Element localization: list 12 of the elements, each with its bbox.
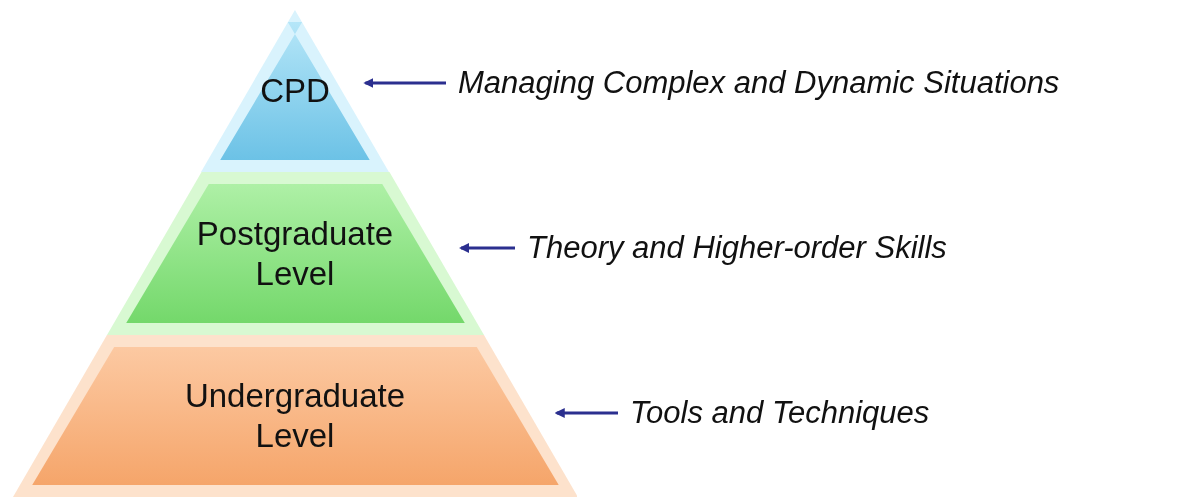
arrow — [363, 78, 446, 88]
arrow — [554, 408, 618, 418]
tier-label: Undergraduate Level — [183, 376, 407, 456]
tier-label: CPD — [259, 71, 331, 111]
description-text: Theory and Higher-order Skills — [527, 228, 947, 268]
arrow — [459, 243, 515, 253]
pyramid-tier — [106, 172, 484, 335]
pyramid-tier — [201, 10, 389, 172]
tier-label: Postgraduate Level — [195, 213, 395, 294]
description-text: Managing Complex and Dynamic Situations — [458, 63, 1060, 103]
description-text: Tools and Techniques — [630, 393, 930, 433]
pyramid-tier — [12, 335, 578, 497]
